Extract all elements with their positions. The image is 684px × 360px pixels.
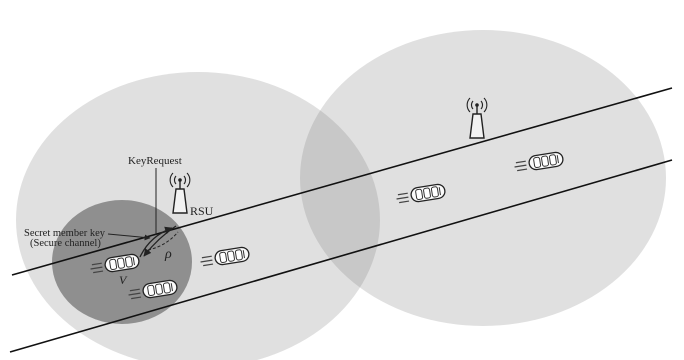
secure-channel-label: (Secure channel) (30, 238, 101, 249)
rho-link (147, 231, 179, 251)
vehicle-symbol: V (119, 273, 128, 287)
rho-symbol: ρ (164, 247, 172, 262)
key-request-label: KeyRequest (128, 155, 182, 167)
secret-key-arrow (143, 225, 177, 257)
road-lower-edge (9, 159, 673, 353)
secret-key-leader (107, 233, 151, 241)
rsu-label: RSU (190, 204, 214, 218)
secret-member-key-label: Secret member key (24, 228, 106, 239)
road-upper-edge (11, 87, 673, 276)
rsu-coverage-right (300, 30, 666, 326)
key-request-arrow (139, 226, 173, 258)
